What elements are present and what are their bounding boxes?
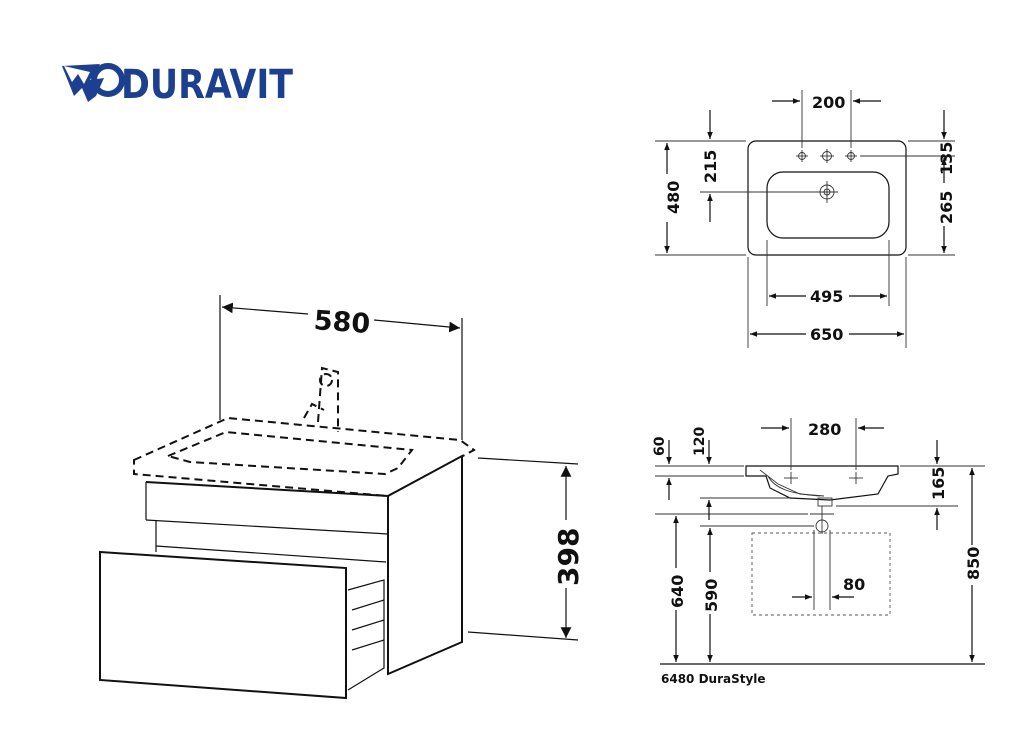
perspective-view: 580 398 — [99, 295, 585, 700]
dim-tap-spacing-200: 200 — [812, 93, 845, 112]
dim-drain-offset-80: 80 — [843, 575, 865, 594]
dim-640: 640 — [668, 575, 687, 608]
dim-135: 135 — [937, 142, 956, 175]
tap-holes — [796, 149, 857, 163]
dim-120: 120 — [692, 427, 708, 456]
dim-590: 590 — [702, 579, 721, 612]
duravit-logo: DURAVIT — [62, 62, 294, 108]
dim-width-580: 580 — [313, 305, 371, 340]
dim-165: 165 — [929, 467, 948, 500]
dim-depth-480: 480 — [664, 181, 683, 214]
dim-265: 265 — [937, 191, 956, 224]
drawer-front — [99, 550, 347, 700]
dim-215: 215 — [701, 150, 720, 183]
product-caption: 6480 DuraStyle — [661, 672, 766, 686]
dim-height-398: 398 — [552, 528, 585, 586]
dim-rim-60: 60 — [652, 436, 668, 456]
dim-280: 280 — [808, 420, 841, 439]
top-view: 200 480 215 135 265 495 650 — [655, 90, 956, 348]
dim-total-height-850: 850 — [964, 547, 983, 580]
dim-overall-width-650: 650 — [810, 325, 843, 344]
dim-bowl-width-495: 495 — [810, 287, 843, 306]
logo-swan-icon — [62, 63, 125, 102]
logo-wordmark: DURAVIT — [121, 62, 294, 108]
side-view: 280 60 120 640 590 165 850 — [652, 418, 985, 686]
